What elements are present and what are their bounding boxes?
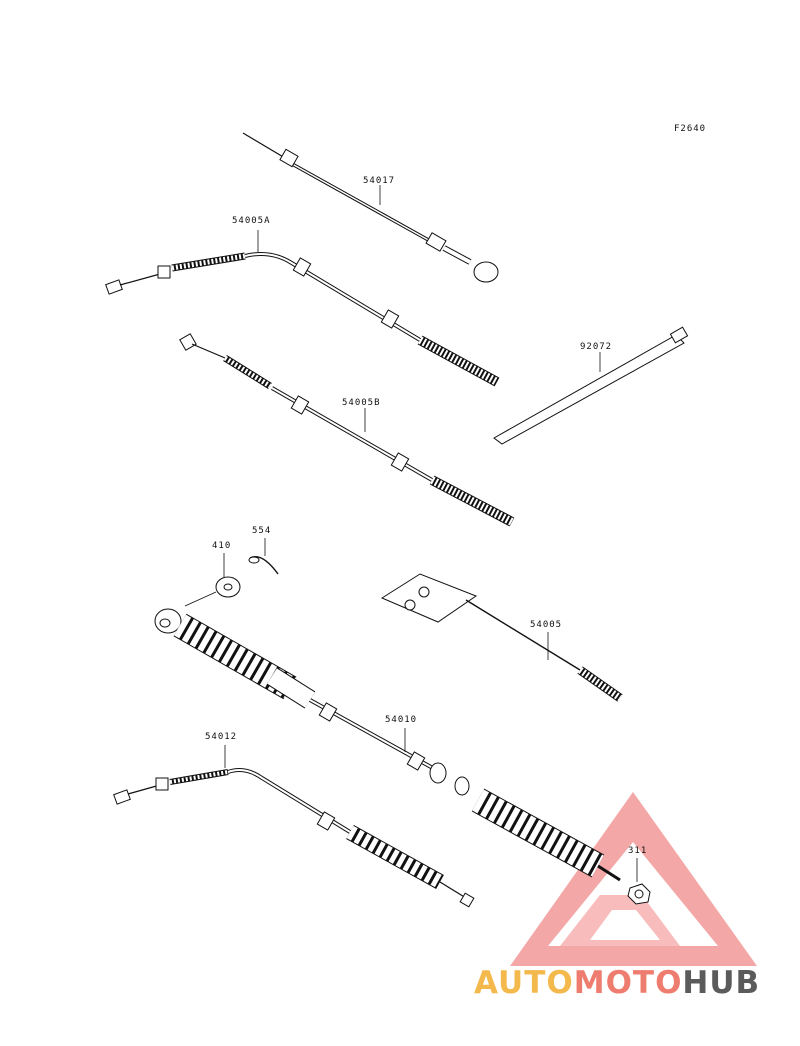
label-54010: 54010 (385, 715, 417, 725)
label-311: 311 (628, 846, 647, 856)
watermark-hub: HUB (682, 965, 760, 1001)
watermark-wordmark: AUTOMOTOHUB (474, 965, 760, 1001)
cable-54017-drawing (242, 132, 499, 283)
label-54012: 54012 (205, 732, 237, 742)
label-54005b: 54005B (342, 398, 381, 408)
nut-311-drawing (627, 858, 651, 905)
label-54005a: 54005A (232, 216, 271, 226)
label-554: 554 (252, 526, 271, 536)
label-54005: 54005 (530, 620, 562, 630)
label-92072: 92072 (580, 342, 612, 352)
label-54017: 54017 (363, 176, 395, 186)
cable-54005a-drawing (105, 230, 500, 387)
figure-code: F2640 (674, 124, 706, 134)
cable-54010-drawing (154, 608, 621, 882)
svg-text:AUTOMOTOHUB: AUTOMOTOHUB (474, 965, 760, 1001)
cable-54005b-drawing (179, 333, 515, 527)
band-92072-drawing (493, 326, 689, 445)
cable-54012-drawing (113, 745, 475, 908)
washer-410-drawing (184, 553, 241, 607)
watermark-auto: AUTO (474, 965, 574, 1001)
watermark-moto: MOTO (574, 965, 683, 1001)
pin-554-drawing (248, 538, 279, 575)
label-410: 410 (212, 541, 231, 551)
cable-54005-drawing (380, 573, 623, 702)
watermark-triangle-logo (510, 792, 757, 966)
